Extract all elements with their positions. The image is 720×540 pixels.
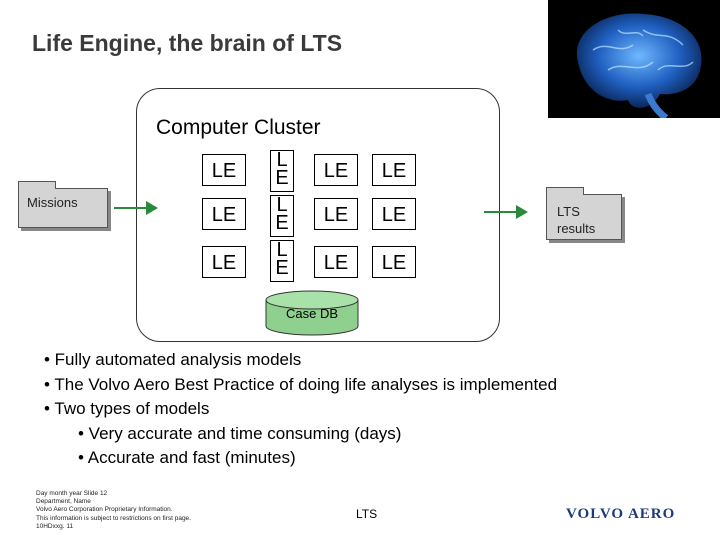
- missions-label: Missions: [27, 195, 78, 210]
- bullet-subitem: • Very accurate and time consuming (days…: [78, 423, 402, 443]
- bullet-list: • Fully automated analysis models • The …: [44, 348, 557, 471]
- bullet-item: • Fully automated analysis models: [44, 350, 302, 369]
- le-node: LE: [372, 198, 416, 230]
- le-node: LE: [202, 154, 246, 186]
- case-db-label: Case DB: [285, 306, 339, 321]
- volvo-aero-logo: VOLVO AERO: [566, 506, 676, 522]
- bullet-item: • The Volvo Aero Best Practice of doing …: [44, 374, 558, 394]
- le-node: LE: [372, 154, 416, 186]
- case-db: Case DB: [264, 290, 360, 336]
- le-node: LE: [372, 246, 416, 278]
- le-narrow-l: L: [276, 194, 288, 216]
- bullet-subitem: • Accurate and fast (minutes): [78, 448, 296, 467]
- le-narrow-e: E: [275, 212, 289, 234]
- results-label-line1: LTS: [557, 204, 580, 219]
- folder-tab-icon: [546, 187, 584, 195]
- le-narrow-l: L: [276, 149, 288, 171]
- lts-results-folder: LTS results: [546, 187, 622, 240]
- slide-title: Life Engine, the brain of LTS: [32, 30, 343, 56]
- brain-image: [548, 0, 720, 118]
- le-node: LE: [314, 154, 358, 186]
- folder-tab-icon: [18, 181, 56, 189]
- footer-line: Volvo Aero Corporation Proprietary Infor…: [36, 506, 173, 514]
- footer-line: This information is subject to restricti…: [36, 514, 191, 522]
- le-narrow-e: E: [275, 167, 289, 189]
- le-narrow-e: E: [275, 257, 289, 279]
- footer-line: Day month year Slide 12: [36, 490, 108, 497]
- le-narrow-l: L: [276, 239, 288, 261]
- arrow-right-icon: [114, 201, 158, 215]
- footer-line: Department, Name: [36, 498, 91, 506]
- missions-folder: Missions: [18, 181, 108, 228]
- le-node: LE: [314, 198, 358, 230]
- results-label-line2: results: [557, 221, 596, 236]
- footer-line: 10HDxxg. 11: [36, 522, 74, 530]
- bullet-item: • Two types of models: [44, 399, 210, 418]
- le-node: LE: [314, 246, 358, 278]
- cluster-title: Computer Cluster: [156, 116, 321, 139]
- le-node: LE: [202, 246, 246, 278]
- footer-info: Day month year Slide 12 Department, Name…: [36, 490, 191, 531]
- footer-center-label: LTS: [356, 507, 378, 521]
- le-node: LE: [202, 198, 246, 230]
- arrow-right-icon: [484, 205, 528, 219]
